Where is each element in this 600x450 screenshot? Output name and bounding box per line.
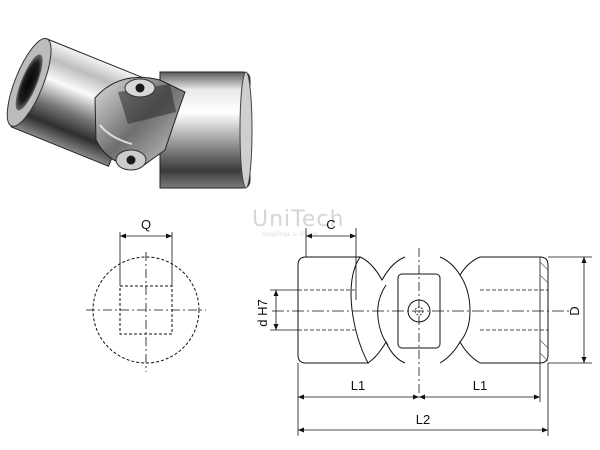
label-l1-left: L1 — [351, 378, 365, 393]
side-view — [270, 228, 592, 436]
pin-hole-bottom — [126, 155, 136, 165]
outer-diameter-dimension — [548, 256, 592, 364]
left-hub-outline — [297, 256, 369, 364]
label-q: Q — [141, 217, 151, 232]
end-view — [86, 232, 206, 372]
watermark-tagline: couplings & drives — [262, 231, 317, 238]
label-d: D — [567, 306, 582, 315]
joint-illustration — [6, 38, 253, 189]
right-hub-outline — [480, 256, 549, 364]
watermark-brand: UniTech — [252, 207, 344, 232]
q-dimension — [119, 232, 173, 286]
right-hub-hatching — [539, 261, 549, 362]
bore-dimension — [270, 289, 298, 331]
right-fork-top — [439, 256, 481, 276]
cross-yoke-render — [94, 76, 186, 171]
label-l2: L2 — [416, 412, 430, 427]
l1-dimensions — [297, 363, 549, 436]
watermark: UniTech couplings & drives — [252, 207, 344, 238]
left-fork-bottom — [367, 340, 406, 364]
right-hub-render — [159, 71, 253, 189]
label-bore: d H7 — [255, 299, 270, 326]
right-fork-bottom — [439, 340, 481, 364]
left-fork-top — [359, 256, 406, 282]
pin-hole-top — [135, 83, 145, 93]
label-l1-right: L1 — [473, 378, 487, 393]
l2-dimension — [298, 427, 548, 433]
c-dimension — [305, 228, 357, 300]
label-c: C — [326, 217, 335, 232]
